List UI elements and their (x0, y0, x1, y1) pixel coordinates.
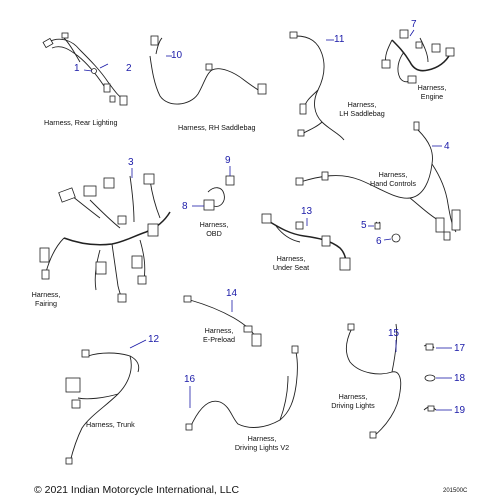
callout-1: 1 (74, 63, 80, 74)
rear-lighting-harness-drawing (42, 32, 128, 106)
trunk-harness-drawing (65, 349, 140, 465)
callout-13: 13 (301, 206, 313, 217)
callout-12: 12 (148, 334, 160, 345)
under-seat-harness-drawing (261, 213, 401, 271)
callout-5: 5 (361, 220, 367, 231)
e-preload-harness-drawing (183, 295, 262, 347)
obd-harness-drawing (203, 175, 235, 211)
label-obd: Harness,OBD (199, 220, 229, 238)
label-engine: Harness,Engine (417, 83, 447, 101)
callout-18: 18 (454, 373, 466, 384)
callout-19: 19 (454, 405, 466, 416)
fairing-harness-drawing (39, 173, 171, 303)
callout-3: 3 (128, 157, 134, 168)
label-trunk: Harness, Trunk (86, 420, 135, 429)
callout-16: 16 (184, 374, 196, 385)
callout-11: 11 (334, 34, 345, 45)
callout-6: 6 (376, 236, 382, 247)
engine-harness-drawing (381, 29, 455, 84)
callout-15: 15 (388, 328, 400, 339)
callout-10: 10 (171, 50, 183, 61)
drawing-code: 201500C (443, 488, 468, 494)
small-connectors-drawing (423, 343, 437, 412)
callout-4: 4 (444, 141, 450, 152)
copyright-text: © 2021 Indian Motorcycle International, … (34, 484, 240, 496)
label-driving-lights: Harness,Driving Lights (331, 392, 375, 410)
callout-8: 8 (182, 201, 188, 212)
label-hand-controls: Harness,Hand Controls (370, 170, 416, 188)
label-under-seat: Harness,Under Seat (272, 254, 310, 272)
driving-lights-harness-drawing (345, 323, 402, 439)
rh-saddlebag-harness-drawing (149, 35, 267, 105)
callout-2: 2 (126, 63, 132, 74)
label-lh-saddlebag: Harness,LH Saddlebag (339, 100, 385, 118)
callout-7: 7 (411, 19, 417, 30)
hand-controls-harness-drawing (295, 121, 461, 241)
callout-17: 17 (454, 343, 466, 354)
label-rh-saddlebag: Harness, RH Saddlebag (178, 123, 256, 132)
label-driving-lights-v2: Harness,Driving Lights V2 (234, 434, 290, 452)
lh-saddlebag-harness-drawing (289, 31, 345, 141)
label-e-preload: Harness,E-Preload (203, 326, 235, 344)
label-rear-lighting: Harness, Rear Lighting (44, 118, 118, 127)
label-fairing: Harness,Fairing (31, 290, 61, 308)
driving-lights-v2-harness-drawing (185, 345, 299, 431)
callout-14: 14 (226, 288, 238, 299)
callout-9: 9 (225, 155, 231, 166)
